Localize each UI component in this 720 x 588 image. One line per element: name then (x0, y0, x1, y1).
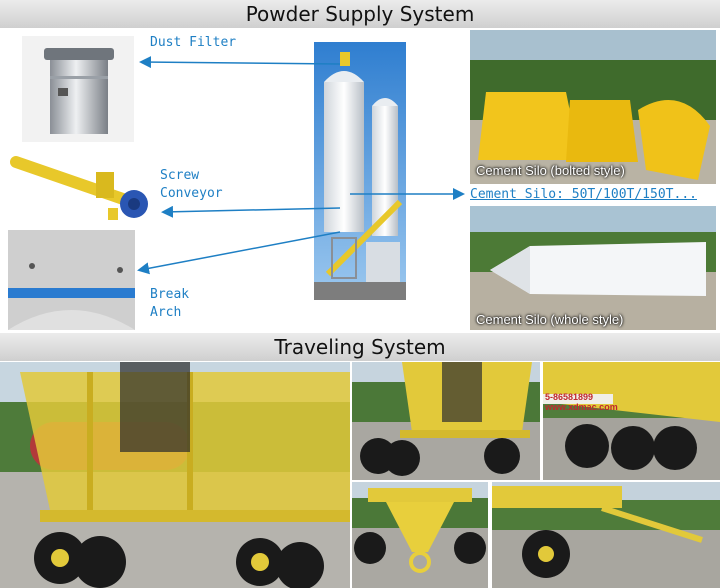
callout-arrows (137, 56, 465, 275)
arrow-dust-filter (139, 56, 341, 69)
section-title: Traveling System (274, 335, 446, 359)
arrow-break-arch (137, 231, 341, 275)
section-title: Powder Supply System (245, 2, 475, 26)
whole-silo-photo: Cement Silo (whole style) (470, 206, 716, 330)
trailer-phone-sign: 5-86581899 www.xdmac.com (545, 392, 618, 412)
dust-filter-photo (22, 36, 134, 144)
silo-plant-photo (314, 42, 406, 300)
dust-filter-label: Dust Filter (150, 35, 237, 50)
trailer-website: www.xdmac.com (545, 402, 618, 412)
powder-supply-banner: Powder Supply System (0, 0, 720, 28)
screw-conveyor-label: Screw Conveyor (160, 168, 223, 201)
traveling-photo-rear (352, 362, 540, 480)
traveling-main-photo (0, 362, 350, 588)
screw-conveyor-photo (8, 142, 158, 227)
trailer-phone-number: 5-86581899 (545, 392, 594, 402)
break-arch-label: Break Arch (150, 287, 190, 320)
cement-silo-sizes-label[interactable]: Cement Silo: 50T/100T/150T... (470, 187, 697, 202)
traveling-system-banner: Traveling System (0, 333, 720, 361)
traveling-photo-drawbar (492, 482, 720, 588)
traveling-photo-axle: 5-86581899 www.xdmac.com (543, 362, 720, 480)
bolted-silo-photo: Cement Silo (bolted style) (470, 30, 716, 184)
break-arch-photo (8, 230, 135, 330)
bolted-silo-caption: Cement Silo (bolted style) (476, 163, 625, 178)
whole-silo-caption: Cement Silo (whole style) (476, 312, 624, 327)
arrow-screw-conveyor (161, 205, 341, 218)
traveling-photo-towbar (352, 482, 488, 588)
